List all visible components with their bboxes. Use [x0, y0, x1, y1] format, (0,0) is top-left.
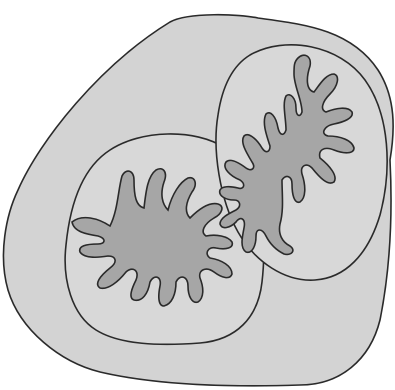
diagram-svg [0, 0, 395, 390]
diagram-canvas [0, 0, 395, 390]
